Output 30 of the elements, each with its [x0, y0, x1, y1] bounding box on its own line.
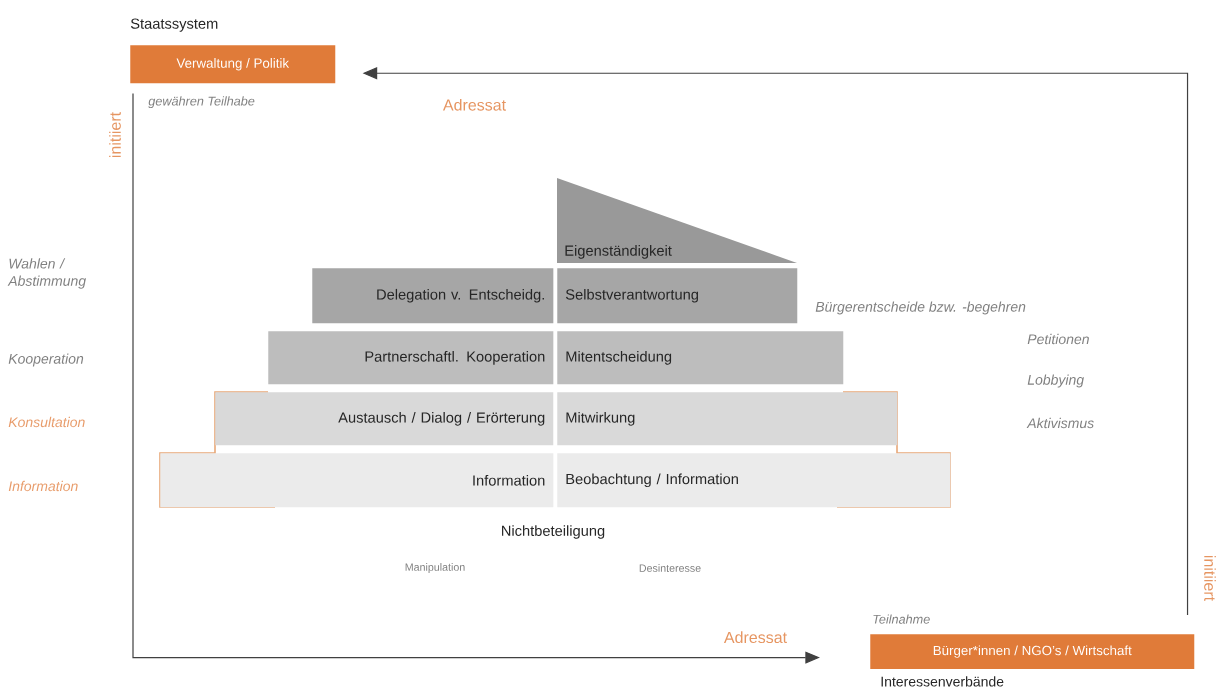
edge-label: Adressat: [721, 628, 790, 646]
axis-label: initiiert: [1204, 555, 1216, 601]
pyramid-cell: Mitentscheidung: [557, 331, 844, 385]
side-label: Kooperation: [8, 353, 84, 367]
note: gewähren Teilhabe: [148, 96, 255, 109]
side-label: Lobbying: [1027, 374, 1084, 388]
edge-label: Adressat: [440, 96, 509, 114]
pyramid-cell: Mitwirkung: [557, 392, 898, 446]
actor-box: Bürger*innen / NGO’s / Wirtschaft: [870, 634, 1195, 669]
side-label: Aktivismus: [1026, 417, 1094, 429]
side-label: Petitionen: [1027, 333, 1089, 345]
triangle-block: Eigenständigkeit: [557, 178, 797, 263]
actor-box: Verwaltung / Politik: [130, 45, 336, 84]
axis-label: initiiert: [109, 112, 121, 158]
note: Desinteresse: [639, 564, 701, 572]
level-label: Nichtbeteiligung: [502, 525, 605, 539]
pyramid-cell: Selbstverantwortung: [557, 268, 798, 324]
pyramid-cell: Partnerschaftl. Kooperation: [268, 331, 554, 385]
side-label: Wahlen / Abstimmung: [7, 258, 86, 289]
pyramid-cell: Delegation v. Entscheidg.: [312, 268, 554, 324]
side-label: Bürgerentscheide bzw. -begehren: [815, 301, 1026, 315]
note: Manipulation: [405, 563, 465, 573]
side-label: Information: [8, 480, 78, 492]
pyramid-cell: Information: [160, 453, 554, 508]
note: Teilnahme: [873, 614, 930, 624]
pyramid-cell: Austausch / Dialog / Erörterung: [215, 392, 554, 446]
heading: Interessenverbände: [881, 676, 1004, 687]
pyramid-cell: Beobachtung / Information: [557, 453, 951, 508]
heading: Staatssystem: [130, 18, 218, 32]
side-label: Konsultation: [8, 416, 85, 428]
